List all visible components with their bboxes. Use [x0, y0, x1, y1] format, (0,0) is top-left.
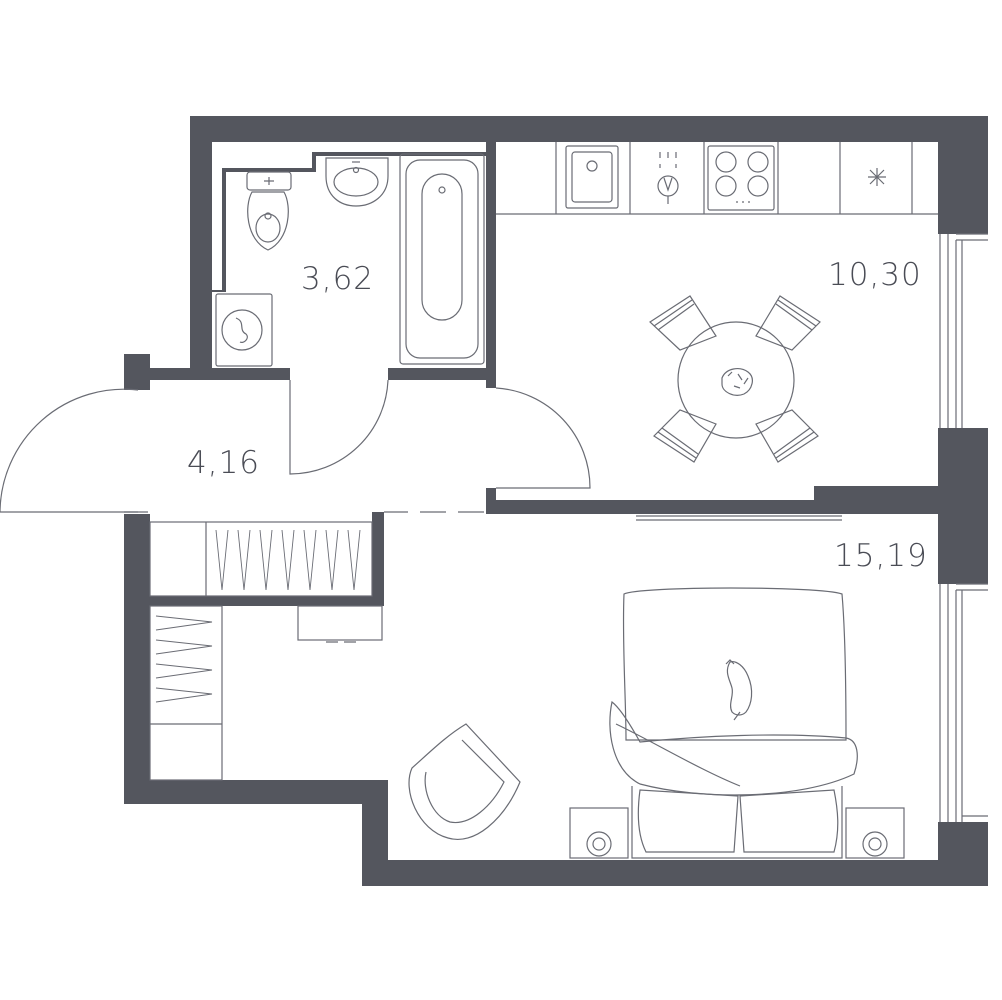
- faucet-icon: [657, 152, 679, 204]
- bed-icon: [609, 587, 858, 859]
- kitchen-fixtures: [496, 142, 938, 463]
- chair-icon: [755, 295, 821, 351]
- fridge-icon: [868, 168, 886, 186]
- wardrobe-icon: [149, 605, 223, 781]
- bathtub-icon: [399, 153, 485, 365]
- wardrobe-icon: [149, 521, 373, 597]
- dining-table-icon: [677, 321, 795, 439]
- hallway-area-label: 4,16: [187, 445, 261, 481]
- doors: [0, 379, 591, 513]
- hallway-fixtures: [149, 521, 383, 781]
- kitchen-sink-icon: [565, 145, 619, 209]
- cat-icon: [725, 659, 753, 721]
- bedroom-fixtures: [408, 515, 905, 859]
- nightstand-icon: [569, 807, 629, 859]
- bathroom-fixtures: [215, 153, 485, 367]
- nightstand-icon: [845, 807, 905, 859]
- washing-machine-icon: [215, 293, 273, 367]
- tv-icon: [636, 515, 842, 521]
- armchair-icon: [408, 723, 521, 840]
- kitchen-area-label: 10,30: [828, 257, 922, 293]
- desk-icon: [297, 605, 383, 643]
- windows: [939, 233, 988, 822]
- bedroom-area-label: 15,19: [834, 538, 928, 574]
- toilet-icon: [246, 171, 292, 251]
- chair-icon: [649, 295, 717, 351]
- chair-icon: [755, 409, 819, 463]
- cooktop-icon: [707, 145, 775, 211]
- walls: [124, 116, 988, 886]
- bathroom-area-label: 3,62: [301, 261, 375, 297]
- chair-icon: [653, 409, 717, 463]
- washbasin-icon: [325, 157, 389, 207]
